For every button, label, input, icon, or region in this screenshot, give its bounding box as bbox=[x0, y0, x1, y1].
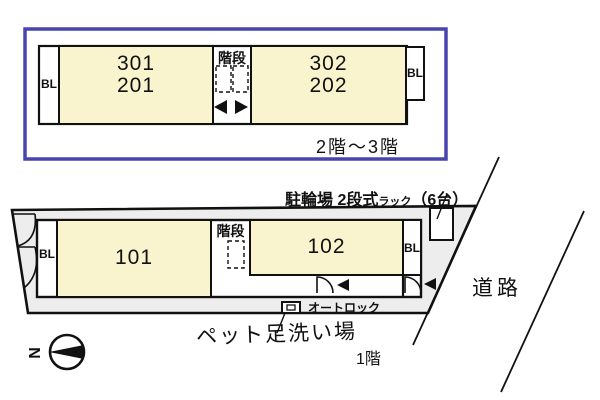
first-floor-label: 1階 bbox=[356, 351, 381, 368]
lower-room-102 bbox=[249, 219, 404, 276]
autolock-symbol-inner bbox=[286, 304, 296, 311]
lower-stairs-label: 階段 bbox=[216, 223, 245, 239]
upper-plan-blue-frame bbox=[23, 27, 448, 161]
upper-floor-range-label: 2階〜3階 bbox=[315, 137, 401, 157]
lower-bl-right-label: BL bbox=[404, 241, 420, 255]
upper-balcony-right-box bbox=[405, 46, 425, 101]
road-line-far bbox=[500, 210, 585, 393]
bicycle-parking-label-rack: ラック bbox=[378, 196, 412, 208]
upper-left-arrow-icon bbox=[214, 100, 227, 114]
pet-washing-label: ペット足洗い場 bbox=[195, 320, 358, 349]
upper-stairs-label: 階段 bbox=[218, 50, 246, 66]
lower-stairs-dashed-box bbox=[227, 240, 245, 269]
entrance-door-arc-right bbox=[404, 276, 422, 294]
bicycle-rack-box bbox=[429, 207, 454, 241]
lower-room-101 bbox=[56, 219, 212, 298]
road-line-near bbox=[412, 156, 500, 346]
autolock-label: オートロック bbox=[308, 301, 381, 315]
bicycle-parking-label-count: （6台） bbox=[411, 192, 469, 209]
lower-room-101-number: 101 bbox=[114, 246, 154, 269]
room-201: 201 bbox=[116, 74, 156, 97]
gate-door-arcs bbox=[13, 213, 38, 289]
upper-bl-left-label: BL bbox=[41, 77, 57, 91]
entrance-door-arc-left bbox=[316, 276, 334, 294]
room-301: 301 bbox=[116, 52, 156, 75]
room-302: 302 bbox=[309, 52, 348, 75]
upper-stairs-dashed-box-left bbox=[215, 65, 232, 93]
bicycle-parking-label: 駐輪場 2段式ラック（6台） bbox=[285, 186, 468, 210]
lower-balcony-right-box bbox=[402, 219, 422, 276]
compass-needle-icon bbox=[49, 345, 84, 359]
bicycle-parking-label-main: 駐輪場 2段式 bbox=[285, 192, 379, 209]
lower-room-102-number: 102 bbox=[307, 235, 346, 258]
side-door-arrow-icon bbox=[424, 278, 436, 290]
road-label: 道路 bbox=[472, 277, 522, 300]
upper-stairs-dashed-box-right bbox=[232, 65, 249, 93]
upper-bl-right-label: BL bbox=[407, 66, 423, 80]
compass-north-letter: N bbox=[26, 347, 44, 359]
upper-room-301-201 bbox=[58, 45, 214, 125]
entrance-door-arrow-icon bbox=[337, 279, 349, 291]
pet-area-pointer-line bbox=[276, 312, 286, 334]
bicycle-rack-pointer-line bbox=[436, 193, 448, 220]
room-202: 202 bbox=[309, 74, 348, 97]
upper-right-arrow-icon bbox=[235, 100, 248, 114]
lower-bl-left-label: BL bbox=[39, 247, 55, 261]
